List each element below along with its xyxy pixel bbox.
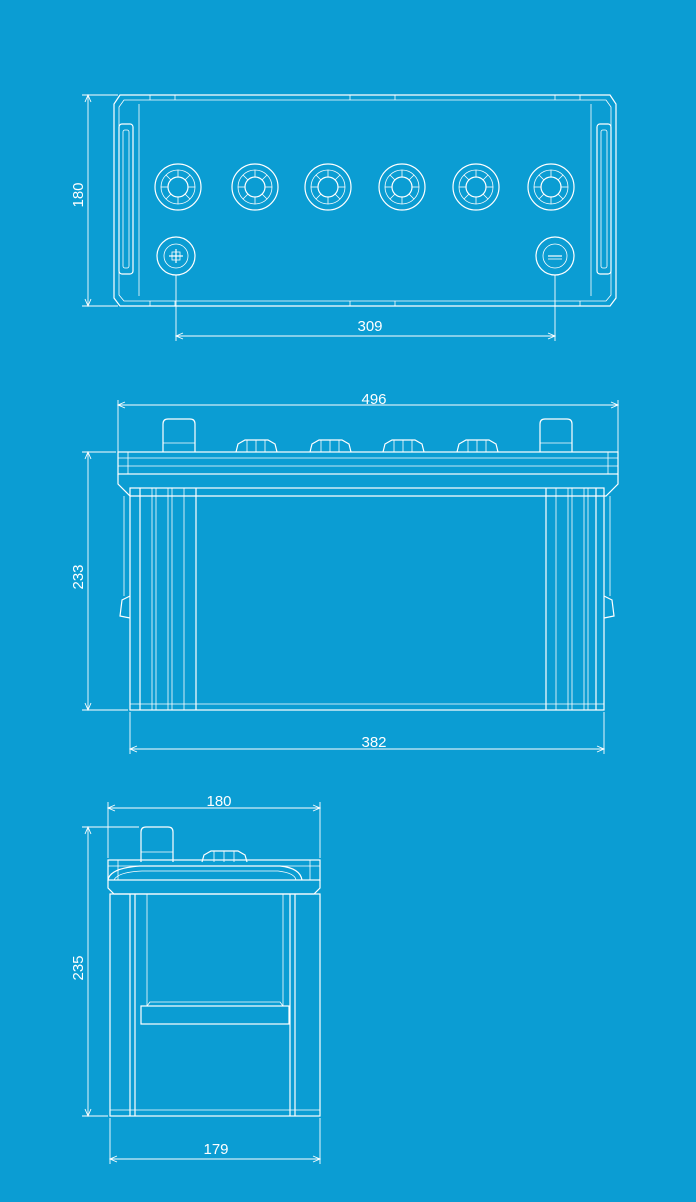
front-case-body (129, 487, 605, 711)
minus-icon (535, 236, 575, 276)
front-view-base-dimension: 382 (128, 712, 606, 754)
top-view-outline (113, 94, 617, 307)
front-view: 496 (70, 391, 620, 754)
side-terminal-post (140, 826, 174, 862)
vent-cap-2 (231, 163, 279, 211)
terminal-spacing-dimension: 309 (174, 275, 557, 341)
side-view-width-dimension: 180 (106, 793, 322, 858)
vent-cap-4 (378, 163, 426, 211)
front-view-base-label: 382 (361, 734, 386, 751)
side-lid (107, 859, 321, 881)
right-handle (596, 123, 612, 275)
side-view: 180 2 (70, 793, 322, 1164)
terminal-spacing-label: 309 (357, 318, 382, 335)
side-view-base-dimension: 179 (108, 1118, 322, 1164)
top-view-depth-dimension: 180 (70, 93, 118, 308)
vent-cap-3 (304, 163, 352, 211)
front-negative-post (539, 418, 573, 452)
top-view-depth-label: 180 (70, 182, 87, 207)
front-view-height-dimension: 233 (70, 450, 128, 712)
side-case-body (109, 893, 321, 1117)
front-positive-post (162, 418, 196, 452)
vent-cap-5 (452, 163, 500, 211)
side-view-height-label: 235 (70, 955, 87, 980)
side-view-height-dimension: 235 (70, 825, 139, 1118)
vent-cap-6 (527, 163, 575, 211)
front-lid (117, 451, 619, 475)
vent-cap-1 (154, 163, 202, 211)
plus-icon (156, 236, 196, 276)
front-view-height-label: 233 (70, 564, 87, 589)
side-view-base-label: 179 (203, 1141, 228, 1158)
front-view-length-dimension: 496 (116, 391, 620, 452)
left-handle (118, 123, 134, 275)
top-view: 180 309 (70, 93, 617, 341)
front-view-length-label: 496 (361, 391, 386, 408)
side-view-width-label: 180 (206, 793, 231, 810)
